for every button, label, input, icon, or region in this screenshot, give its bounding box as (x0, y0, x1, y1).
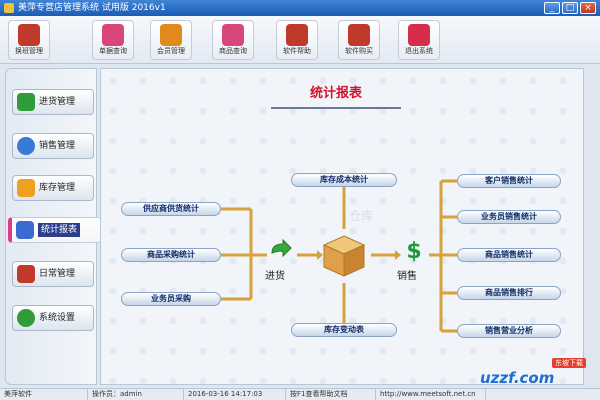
calendar-icon (17, 265, 35, 283)
report-supplier-supply[interactable]: 供应商供货统计 (121, 202, 221, 216)
toolbar-button-shift[interactable]: 换班管理 (8, 20, 50, 60)
report-sales-analysis[interactable]: 销售营业分析 (457, 324, 561, 338)
toolbar-label: 换班管理 (15, 47, 43, 55)
close-button[interactable]: × (580, 2, 596, 14)
report-inventory-changes[interactable]: 库存变动表 (291, 323, 397, 337)
help-icon (286, 24, 308, 46)
minimize-button[interactable]: _ (544, 2, 560, 14)
window-title: 美萍专营店管理系统 试用版 2016v1 (18, 3, 166, 13)
sidebar-item-label: 日常管理 (39, 269, 76, 279)
report-product-sales-ranking[interactable]: 商品销售排行 (457, 286, 561, 300)
product-search-icon (222, 24, 244, 46)
sidebar-item-label: 库存管理 (39, 183, 76, 193)
sidebar-item-daily[interactable]: 日常管理 (12, 261, 94, 287)
maximize-button[interactable]: □ (562, 2, 578, 14)
status-operator: 操作员：admin (88, 389, 184, 400)
toolbar-label: 会员管理 (157, 47, 185, 55)
flow-connectors (221, 179, 457, 333)
report-product-sales[interactable]: 商品销售统计 (457, 248, 561, 262)
sidebar-item-label: 销售管理 (39, 141, 76, 151)
outbound-label: 销售 (397, 271, 417, 282)
warehouse-box-icon (322, 235, 366, 277)
toolbar-label: 退出系统 (405, 47, 433, 55)
window-controls: _ □ × (544, 2, 596, 14)
main-panel: 统计报表 供应商供货统计 商品采购统计 业务员采购 库存成本统计 库存变动表 客… (100, 68, 584, 385)
page-title: 统计报表 (309, 86, 362, 101)
site-watermark: 东坡下载 uzzf.com (470, 358, 594, 388)
status-datetime: 2016-03-16 14:17:03 (184, 389, 286, 400)
dollar-icon: $ (406, 239, 421, 263)
toolbar-button-members[interactable]: 会员管理 (150, 20, 192, 60)
app-icon (4, 3, 14, 13)
inbound-arrow-icon (271, 239, 292, 258)
globe-icon (17, 137, 35, 155)
purchase-icon (348, 24, 370, 46)
report-product-procurement[interactable]: 商品采购统计 (121, 248, 221, 262)
title-underline (271, 107, 401, 109)
toolbar-button-documents[interactable]: 单据查询 (92, 20, 134, 60)
report-salesperson-sales[interactable]: 业务员销售统计 (457, 210, 561, 224)
svg-text:$: $ (406, 239, 421, 263)
sidebar-item-label: 进货管理 (39, 97, 76, 107)
toolbar-label: 商品查询 (219, 47, 247, 55)
shift-icon (18, 24, 40, 46)
toolbar-label: 软件购买 (345, 47, 373, 55)
sidebar-item-settings[interactable]: 系统设置 (12, 305, 94, 331)
sidebar-item-label: 系统设置 (39, 313, 76, 323)
report-inventory-cost[interactable]: 库存成本统计 (291, 173, 397, 187)
report-customer-sales[interactable]: 客户销售统计 (457, 174, 561, 188)
member-icon (160, 24, 182, 46)
status-url: http://www.meetsoft.net.cn (376, 389, 486, 400)
plus-icon (17, 93, 35, 111)
toolbar-button-products[interactable]: 商品查询 (212, 20, 254, 60)
sidebar-item-purchasing[interactable]: 进货管理 (12, 89, 94, 115)
exit-icon (408, 24, 430, 46)
sidebar-item-sales[interactable]: 销售管理 (12, 133, 94, 159)
sidebar-item-reports[interactable]: 统计报表 (8, 217, 102, 243)
toolbar-button-purchase[interactable]: 软件购买 (338, 20, 380, 60)
report-salesperson-procurement[interactable]: 业务员采购 (121, 292, 221, 306)
star-icon (17, 179, 35, 197)
watermark-badge: 东坡下载 (552, 358, 586, 368)
toolbar-label: 软件帮助 (283, 47, 311, 55)
status-help: 按F1查看帮助文档 (286, 389, 376, 400)
toolbar: 换班管理 单据查询 会员管理 商品查询 软件帮助 软件购买 退出系统 (0, 16, 600, 64)
window-titlebar: 美萍专营店管理系统 试用版 2016v1 _ □ × (0, 0, 600, 16)
chart-icon (16, 221, 34, 239)
status-bar: 美萍软件 操作员：admin 2016-03-16 14:17:03 按F1查看… (0, 388, 600, 400)
toolbar-button-exit[interactable]: 退出系统 (398, 20, 440, 60)
warehouse-label: 仓库 (349, 209, 374, 223)
sidebar-item-label: 统计报表 (38, 223, 81, 237)
toolbar-label: 单据查询 (99, 47, 127, 55)
search-icon (102, 24, 124, 46)
sidebar: 进货管理 销售管理 库存管理 统计报表 日常管理 系统设置 (5, 68, 102, 385)
settings-icon (17, 309, 35, 327)
sidebar-item-inventory[interactable]: 库存管理 (12, 175, 94, 201)
inbound-label: 进货 (265, 271, 285, 282)
toolbar-button-help[interactable]: 软件帮助 (276, 20, 318, 60)
status-company: 美萍软件 (0, 389, 88, 400)
watermark-logo: uzzf.com (480, 369, 555, 387)
